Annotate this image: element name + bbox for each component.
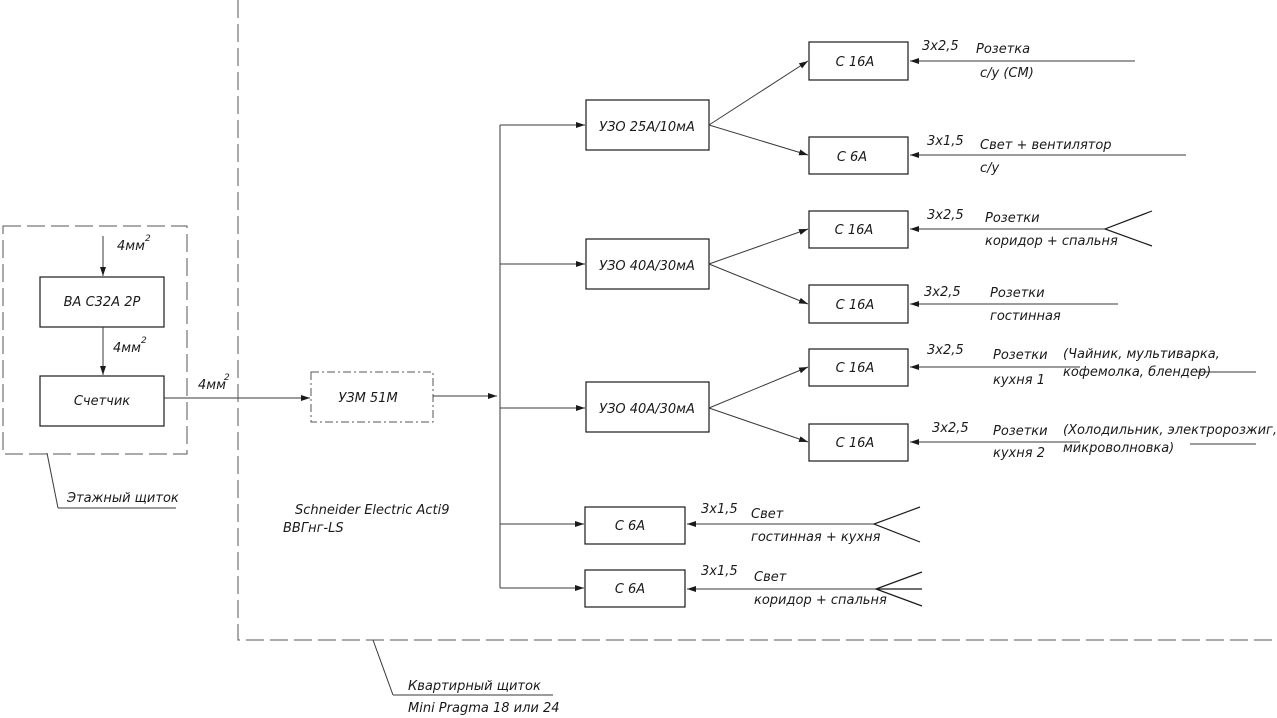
apartment-caption-leader bbox=[372, 639, 394, 696]
circuit-row: С 16А 3х2,5 Розетка с/у (СМ) bbox=[808, 39, 1135, 81]
floor-panel-caption: Этажный щиток bbox=[66, 491, 179, 506]
circuit-row: С 16А 3х2,5 Розетки гостинная bbox=[808, 284, 1118, 324]
cable-mid-label: 4мм bbox=[113, 341, 141, 356]
load-note-line2: кофемолка, блендер) bbox=[1063, 365, 1211, 380]
rcd-box bbox=[585, 99, 710, 151]
load-label-line1: Розетки bbox=[990, 286, 1045, 301]
relay-box bbox=[310, 371, 434, 423]
load-note-line2: микроволновка) bbox=[1063, 441, 1174, 456]
rcd-to-breaker-line bbox=[708, 228, 809, 265]
breaker-box bbox=[808, 136, 909, 175]
circuit-row: С 16А 3х2,5 Розетки кухня 2 (Холодильник… bbox=[808, 421, 1277, 462]
load-note-line1: (Чайник, мультиварка, bbox=[1063, 347, 1220, 362]
load-label-line2: гостинная + кухня bbox=[751, 530, 881, 545]
circuit-row: С 6А 3х1,5 Свет + вентилятор с/у bbox=[808, 134, 1186, 176]
relay-label: УЗМ 51М bbox=[338, 391, 397, 406]
breaker-box bbox=[584, 569, 686, 608]
cable-in-sup: 2 bbox=[145, 234, 151, 244]
cable-in-label: 4мм bbox=[117, 239, 145, 254]
rcd-to-breaker-line bbox=[708, 60, 809, 126]
cable-label: 3х2,5 bbox=[927, 208, 964, 223]
cable-out-sup: 2 bbox=[224, 373, 230, 383]
cable-label: 3х1,5 bbox=[701, 502, 738, 517]
apartment-panel-border bbox=[237, 0, 1277, 641]
circuit-row: С 16А 3х2,5 Розетки кухня 1 (Чайник, мул… bbox=[808, 343, 1256, 388]
rcd-to-breaker-line bbox=[708, 407, 809, 443]
cable-label: 3х2,5 bbox=[922, 39, 959, 54]
load-label-line2: гостинная bbox=[990, 309, 1061, 324]
lamp-symbol bbox=[1103, 210, 1153, 247]
load-label-line1: Свет bbox=[751, 507, 784, 522]
cable-label: 3х1,5 bbox=[701, 564, 738, 579]
apartment-caption-line1: Квартирный щиток bbox=[408, 679, 541, 694]
rcd-label: УЗО 40А/30мА bbox=[599, 259, 695, 274]
load-label-line2: с/у bbox=[980, 161, 1000, 176]
breaker-label: ВА С32А 2Р bbox=[64, 295, 141, 310]
load-note-line1: (Холодильник, электророзжиг, bbox=[1063, 423, 1277, 438]
breaker-label: С 16А bbox=[836, 361, 875, 376]
circuit-row: С 6А 3х1,5 Свет коридор + спальня bbox=[584, 564, 923, 608]
breaker-box bbox=[39, 276, 165, 328]
circuit-row: С 16А 3х2,5 Розетки коридор + спальня bbox=[808, 208, 1153, 249]
breaker-label: С 6А bbox=[615, 582, 645, 597]
cable-label: 3х1,5 bbox=[927, 134, 964, 149]
lamp-symbol bbox=[872, 506, 921, 543]
breaker-label: С 16А bbox=[836, 55, 875, 70]
circuit-row: С 6А 3х1,5 Свет гостинная + кухня bbox=[584, 502, 921, 545]
breaker-box bbox=[808, 423, 909, 462]
breaker-box bbox=[808, 41, 909, 81]
meter-box bbox=[39, 375, 165, 427]
cable-label: 3х2,5 bbox=[924, 285, 961, 300]
load-label-line2: коридор + спальня bbox=[754, 593, 887, 608]
load-label-line1: Свет bbox=[754, 570, 787, 585]
apartment-caption-line2: Mini Pragma 18 или 24 bbox=[408, 701, 560, 716]
floor-panel-border bbox=[2, 225, 188, 455]
breaker-label: С 6А bbox=[837, 150, 867, 165]
vendor-line2: ВВГнг-LS bbox=[283, 521, 344, 536]
load-label-line2: коридор + спальня bbox=[985, 234, 1118, 249]
breaker-box bbox=[584, 506, 686, 545]
meter-label: Счетчик bbox=[74, 394, 130, 409]
rcd-label: УЗО 40А/30мА bbox=[599, 402, 695, 417]
cable-out-label: 4мм bbox=[198, 378, 226, 393]
load-label-line1: Свет + вентилятор bbox=[980, 138, 1112, 153]
breaker-label: С 16А bbox=[835, 223, 874, 238]
floor-caption-leader bbox=[46, 452, 59, 509]
load-label-line2: с/у (СМ) bbox=[980, 66, 1034, 81]
breaker-box bbox=[808, 210, 909, 249]
rcd-box bbox=[585, 381, 710, 433]
breaker-label: С 16А bbox=[836, 298, 875, 313]
rcd-to-breaker-line bbox=[708, 263, 809, 305]
cable-mid-sup: 2 bbox=[141, 336, 147, 346]
rcd-box bbox=[585, 238, 710, 290]
load-label-line1: Розетка bbox=[976, 42, 1030, 57]
breaker-label: С 16А bbox=[836, 436, 875, 451]
breaker-box bbox=[808, 284, 909, 324]
cable-label: 3х2,5 bbox=[932, 421, 969, 436]
vendor-line1: Schneider Electric Acti9 bbox=[295, 503, 450, 518]
load-label-line2: кухня 1 bbox=[993, 373, 1045, 388]
cable-label: 3х2,5 bbox=[927, 343, 964, 358]
load-label-line2: кухня 2 bbox=[993, 446, 1045, 461]
breaker-label: С 6А bbox=[615, 519, 645, 534]
breaker-box bbox=[808, 348, 909, 387]
load-label-line1: Розетки bbox=[985, 211, 1040, 226]
rcd-to-breaker-line bbox=[708, 124, 809, 156]
floor-panel: 4мм 2 ВА С32А 2Р 4мм 2 Счетчик Этажный щ… bbox=[2, 225, 188, 509]
rcd-to-breaker-line bbox=[708, 366, 809, 409]
apartment-panel: УЗМ 51М УЗО 25А/10мА УЗО 40А/30мА УЗО 40… bbox=[237, 0, 1277, 716]
load-label-line1: Розетки bbox=[993, 424, 1048, 439]
load-label-line1: Розетки bbox=[993, 348, 1048, 363]
rcd-label: УЗО 25А/10мА bbox=[599, 120, 695, 135]
